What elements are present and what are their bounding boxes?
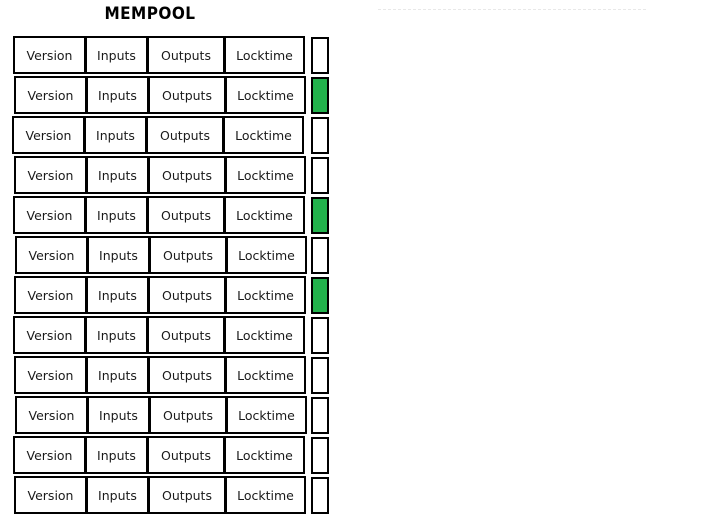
status-badge[interactable] <box>311 437 329 474</box>
tx-field-locktime[interactable]: Locktime <box>225 76 306 114</box>
tx-field-outputs[interactable]: Outputs <box>148 476 226 514</box>
status-badge[interactable] <box>311 357 329 394</box>
tx-field-inputs[interactable]: Inputs <box>85 196 148 234</box>
tx-field-outputs[interactable]: Outputs <box>149 396 227 434</box>
tx-field-locktime[interactable]: Locktime <box>223 116 304 154</box>
tx-field-locktime[interactable]: Locktime <box>226 396 307 434</box>
status-badge[interactable] <box>311 117 329 154</box>
tx-field-locktime[interactable]: Locktime <box>224 196 305 234</box>
status-badge[interactable] <box>311 317 329 354</box>
status-badge[interactable] <box>311 277 329 314</box>
status-badge[interactable] <box>311 237 329 274</box>
tx-field-version[interactable]: Version <box>14 356 87 394</box>
tx-field-outputs[interactable]: Outputs <box>149 236 227 274</box>
tx-field-version[interactable]: Version <box>14 476 87 514</box>
tx-field-locktime[interactable]: Locktime <box>225 476 306 514</box>
tx-field-version[interactable]: Version <box>14 76 87 114</box>
tx-field-inputs[interactable]: Inputs <box>86 76 149 114</box>
tx-field-outputs[interactable]: Outputs <box>147 196 225 234</box>
tx-field-inputs[interactable]: Inputs <box>85 436 148 474</box>
tx-field-inputs[interactable]: Inputs <box>84 116 147 154</box>
dashed-divider <box>378 9 646 10</box>
tx-field-outputs[interactable]: Outputs <box>147 316 225 354</box>
status-badge[interactable] <box>311 157 329 194</box>
page-title: MEMPOOL <box>104 4 196 24</box>
status-badge[interactable] <box>311 477 329 514</box>
tx-field-inputs[interactable]: Inputs <box>87 396 150 434</box>
tx-field-outputs[interactable]: Outputs <box>148 76 226 114</box>
tx-field-version[interactable]: Version <box>13 316 86 354</box>
tx-field-locktime[interactable]: Locktime <box>224 436 305 474</box>
tx-field-version[interactable]: Version <box>12 116 85 154</box>
tx-field-version[interactable]: Version <box>13 196 86 234</box>
tx-field-inputs[interactable]: Inputs <box>85 36 148 74</box>
tx-field-locktime[interactable]: Locktime <box>225 156 306 194</box>
status-badge[interactable] <box>311 197 329 234</box>
tx-field-locktime[interactable]: Locktime <box>225 356 306 394</box>
status-badge[interactable] <box>311 37 329 74</box>
tx-field-version[interactable]: Version <box>15 236 88 274</box>
tx-field-version[interactable]: Version <box>14 276 87 314</box>
status-badge[interactable] <box>311 397 329 434</box>
tx-field-inputs[interactable]: Inputs <box>86 276 149 314</box>
status-badge[interactable] <box>311 77 329 114</box>
tx-field-locktime[interactable]: Locktime <box>224 316 305 354</box>
tx-field-outputs[interactable]: Outputs <box>147 36 225 74</box>
tx-field-version[interactable]: Version <box>15 396 88 434</box>
tx-field-version[interactable]: Version <box>13 36 86 74</box>
tx-field-inputs[interactable]: Inputs <box>86 356 149 394</box>
tx-field-locktime[interactable]: Locktime <box>225 276 306 314</box>
tx-field-inputs[interactable]: Inputs <box>86 156 149 194</box>
tx-field-version[interactable]: Version <box>13 436 86 474</box>
tx-field-version[interactable]: Version <box>14 156 87 194</box>
tx-field-outputs[interactable]: Outputs <box>147 436 225 474</box>
tx-field-locktime[interactable]: Locktime <box>226 236 307 274</box>
tx-field-locktime[interactable]: Locktime <box>224 36 305 74</box>
tx-field-inputs[interactable]: Inputs <box>86 476 149 514</box>
tx-field-outputs[interactable]: Outputs <box>148 156 226 194</box>
tx-field-outputs[interactable]: Outputs <box>146 116 224 154</box>
tx-field-outputs[interactable]: Outputs <box>148 356 226 394</box>
tx-field-inputs[interactable]: Inputs <box>87 236 150 274</box>
tx-field-inputs[interactable]: Inputs <box>85 316 148 354</box>
tx-field-outputs[interactable]: Outputs <box>148 276 226 314</box>
